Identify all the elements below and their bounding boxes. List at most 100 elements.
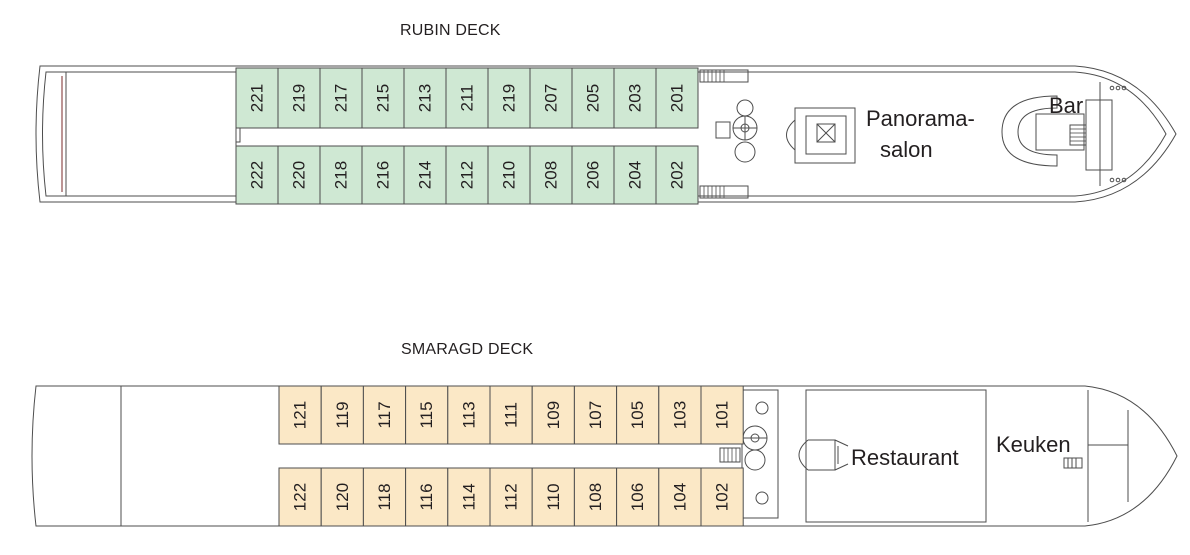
cabin-number: 213 <box>416 84 435 112</box>
cabin-box <box>655 145 699 205</box>
cabin-box <box>277 145 321 205</box>
cabin-number: 120 <box>333 483 352 511</box>
rubin-deck <box>35 65 1177 203</box>
cabin-box <box>403 67 447 129</box>
cabin-201: 201 <box>655 67 699 129</box>
cabin-113: 113 <box>447 385 491 445</box>
cabin-box <box>531 385 575 445</box>
cabin-box <box>403 145 447 205</box>
cabin-204: 204 <box>613 145 657 205</box>
smaragd-stair-landing <box>741 389 779 519</box>
cabin-box <box>320 467 364 527</box>
cabin-122: 122 <box>278 467 322 527</box>
bar-label: Bar <box>1049 93 1083 118</box>
cabin-number: 106 <box>628 483 647 511</box>
cabin-box <box>405 467 449 527</box>
cabin-number: 218 <box>332 161 351 189</box>
cabin-number: 122 <box>291 483 310 511</box>
cabin-206: 206 <box>571 145 615 205</box>
smaragd-hull-outline <box>31 385 1178 527</box>
cabin-number: 206 <box>584 161 603 189</box>
cabin-219: 219 <box>277 67 321 129</box>
cabin-number: 212 <box>458 161 477 189</box>
cabin-number: 219 <box>500 84 519 112</box>
cabin-number: 117 <box>375 401 394 428</box>
cabin-box <box>447 385 491 445</box>
cabin-number: 116 <box>417 483 436 510</box>
cabin-box <box>529 67 573 129</box>
cabin-number: 221 <box>248 84 267 112</box>
cabin-202: 202 <box>655 145 699 205</box>
keuken-label: Keuken <box>996 432 1071 457</box>
cabin-215: 215 <box>361 67 405 129</box>
cabin-114: 114 <box>447 467 491 527</box>
cabin-115: 115 <box>405 385 449 445</box>
cabin-box <box>319 145 363 205</box>
cabin-number: 204 <box>626 161 645 189</box>
cabin-number: 107 <box>586 401 605 429</box>
cabin-104: 104 <box>658 467 702 527</box>
rubin-spiral-stair-icon <box>715 99 758 163</box>
restaurant-label: Restaurant <box>851 445 959 470</box>
cabin-box <box>616 467 660 527</box>
cabin-number: 211 <box>458 84 477 111</box>
cabin-box <box>277 67 321 129</box>
cabin-box <box>531 467 575 527</box>
cabin-219: 219 <box>487 67 531 129</box>
cabin-119: 119 <box>320 385 364 445</box>
cabin-213: 213 <box>403 67 447 129</box>
cabin-box <box>658 385 702 445</box>
cabin-number: 207 <box>542 84 561 112</box>
cabin-number: 115 <box>417 401 436 428</box>
cabin-number: 110 <box>544 483 563 510</box>
cabin-121: 121 <box>278 385 322 445</box>
cabin-number: 101 <box>713 401 732 429</box>
cabin-111: 111 <box>489 385 533 445</box>
cabin-108: 108 <box>573 467 618 527</box>
cabin-112: 112 <box>489 467 533 527</box>
cabin-box <box>362 467 407 527</box>
cabin-box <box>445 67 489 129</box>
cabin-102: 102 <box>700 467 744 527</box>
cabin-118: 118 <box>362 467 407 527</box>
cabin-number: 205 <box>584 84 603 112</box>
cabin-box <box>655 67 699 129</box>
cabin-number: 111 <box>502 402 521 428</box>
smaragd-deck <box>31 385 1178 527</box>
cabin-number: 102 <box>713 483 732 511</box>
cabin-number: 118 <box>375 483 394 510</box>
cabin-number: 104 <box>670 483 689 511</box>
cabin-221: 221 <box>235 67 279 129</box>
cabin-105: 105 <box>616 385 660 445</box>
smaragd-lift-icon <box>798 439 849 471</box>
cabin-box <box>361 67 405 129</box>
cabin-214: 214 <box>403 145 447 205</box>
cabin-box <box>489 385 533 445</box>
cabin-box <box>613 145 657 205</box>
cabin-number: 103 <box>670 401 689 429</box>
cabin-box <box>445 145 489 205</box>
cabin-number: 220 <box>290 161 309 189</box>
cabin-number: 108 <box>586 483 605 511</box>
smaragd-kitchen-stairs <box>1063 457 1083 469</box>
cabin-101: 101 <box>700 385 744 445</box>
cabin-116: 116 <box>405 467 449 527</box>
cabin-212: 212 <box>445 145 489 205</box>
cabin-205: 205 <box>571 67 615 129</box>
cabin-218: 218 <box>319 145 363 205</box>
cabin-number: 201 <box>668 84 687 112</box>
panorama-salon-label-line2: salon <box>880 137 933 162</box>
smaragd-deck-title: SMARAGD DECK <box>401 341 534 358</box>
cabin-220: 220 <box>277 145 321 205</box>
cabin-number: 112 <box>502 483 521 510</box>
cabin-number: 222 <box>248 161 267 189</box>
cabin-box <box>361 145 405 205</box>
cabin-number: 202 <box>668 161 687 189</box>
cabin-207: 207 <box>529 67 573 129</box>
rubin-lift-icon <box>786 107 856 164</box>
rubin-bow-details <box>1099 82 1127 186</box>
cabin-box <box>613 67 657 129</box>
